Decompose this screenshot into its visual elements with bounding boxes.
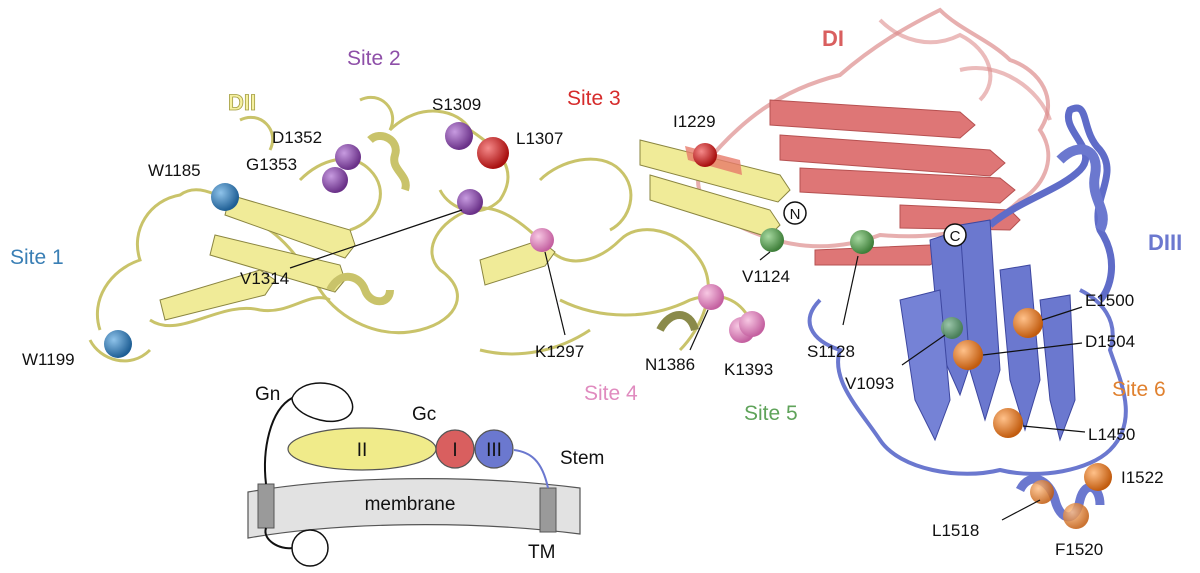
residue-S1128-sphere [850,230,874,254]
schematic-membrane-label: membrane [365,494,456,515]
residue-L1450-sphere [993,408,1023,438]
residue-N1386-sphere [698,284,724,310]
C-terminus-marker: C [943,223,967,247]
label-V1093: V1093 [845,374,894,393]
label-D1504: D1504 [1085,332,1135,351]
label-V1314: V1314 [240,269,289,288]
label-domain-I: DI [822,26,844,51]
residue-W1185-sphere [211,183,239,211]
label-L1307: L1307 [516,129,563,148]
label-F1520: F1520 [1055,540,1103,559]
label-domain-III: DIII [1148,230,1182,255]
label-site-2: Site 2 [347,47,401,70]
leader-lines [289,209,1086,521]
membrane-shape [247,478,581,539]
label-domain-II: DII [228,90,256,115]
residue-D1352-sphere [335,144,361,170]
schematic-gn-label: Gn [255,384,280,405]
label-site-4: Site 4 [584,382,638,405]
label-site-5: Site 5 [744,402,798,425]
residue-S1309-sphere [445,122,473,150]
schematic-domain-I [435,429,475,469]
schematic-gc-label: Gc [412,404,436,425]
residue-V1314-sphere [457,189,483,215]
residue-V1093-sphere [941,317,963,339]
label-L1518: L1518 [932,521,979,540]
label-V1124: V1124 [742,267,790,286]
label-I1522: I1522 [1121,468,1164,487]
tm-helix-left [257,483,275,529]
N-terminus-marker: N [783,201,807,225]
domain-II-structure [88,95,791,363]
schematic-domain-II-label: II [357,440,368,461]
tm-helix-right [539,487,557,533]
label-K1297: K1297 [535,342,584,361]
label-N1386: N1386 [645,355,695,374]
schematic-stem-label: Stem [560,448,604,469]
residue-L1307-sphere [477,137,509,169]
residue-K1297-sphere [530,228,554,252]
residue-W1199-sphere [104,330,132,358]
label-site-1: Site 1 [10,246,64,269]
residue-F1520-sphere [1063,503,1089,529]
label-site-3: Site 3 [567,87,621,110]
residue-G1353-sphere [322,167,348,193]
label-W1199: W1199 [22,350,75,369]
label-E1500: E1500 [1085,291,1134,310]
domain-I-structure [696,7,1052,266]
svg-text:C: C [950,228,961,245]
residue-D1504-sphere [953,340,983,370]
schematic-domain-I-label: I [452,440,457,461]
residue-L1518-sphere [1030,480,1054,504]
label-S1128: S1128 [807,342,855,361]
residue-I1522-sphere [1084,463,1112,491]
schematic-inset: membrane II I III Gn Gc Stem TM [247,382,604,567]
residue-E1500-sphere [1013,308,1043,338]
schematic-tm-label: TM [528,542,555,563]
label-G1353: G1353 [246,155,297,174]
label-site-6: Site 6 [1112,378,1166,401]
label-S1309: S1309 [432,95,481,114]
label-D1352: D1352 [272,128,322,147]
gn-domain-shape [291,382,354,422]
label-L1450: L1450 [1088,425,1135,444]
residue-K1393-sphere [739,311,765,337]
label-W1185: W1185 [148,161,201,180]
gn-lumen-shape [291,529,329,567]
label-K1393: K1393 [724,360,773,379]
schematic-domain-III-label: III [486,440,502,461]
svg-text:N: N [790,206,801,223]
residue-I1229-sphere [693,143,717,167]
residue-V1124-sphere [760,228,784,252]
schematic-domain-III [474,429,514,469]
label-I1229: I1229 [673,112,716,131]
